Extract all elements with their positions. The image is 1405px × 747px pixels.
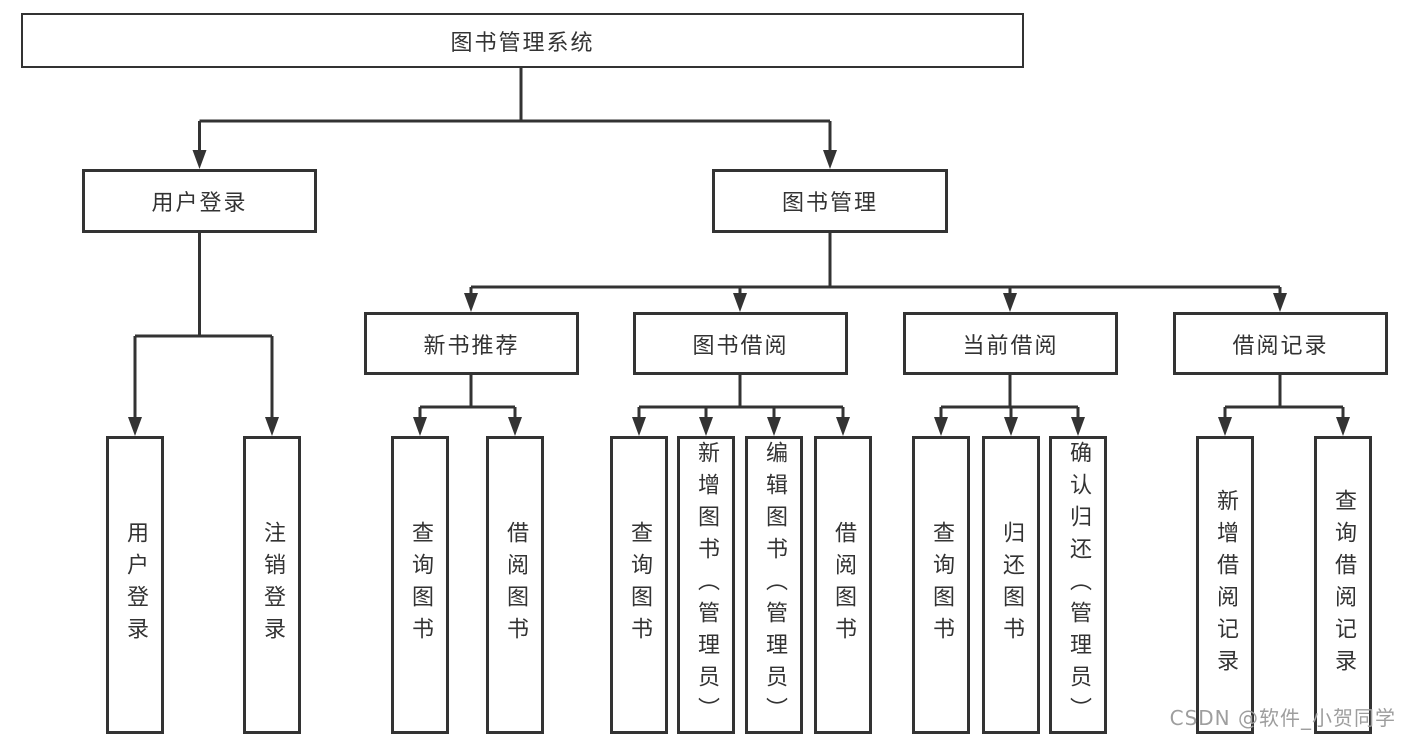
leaf-label: 借阅图书 — [831, 521, 856, 649]
leaf-label: 查询图书 — [929, 521, 954, 649]
node-label: 借阅记录 — [1232, 333, 1329, 359]
leaf-label: 查询图书 — [408, 521, 433, 649]
leaf-query-books-recommend: 查询图书 — [391, 436, 449, 734]
leaf-return-book: 归还图书 — [982, 436, 1040, 734]
leaf-label: 新增图书（管理员） — [694, 441, 719, 729]
node-label: 用户登录 — [151, 191, 248, 216]
leaf-label: 用户登录 — [123, 521, 148, 649]
leaf-borrow-books-borrowing: 借阅图书 — [814, 436, 872, 734]
leaf-add-borrow-record: 新增借阅记录 — [1196, 436, 1254, 734]
node-library-management-system: 图书管理系统 — [21, 13, 1024, 68]
leaf-label: 归还图书 — [999, 521, 1024, 649]
leaf-query-books-borrowing: 查询图书 — [610, 436, 668, 734]
node-user-login: 用户登录 — [82, 169, 317, 233]
node-new-book-recommend: 新书推荐 — [364, 312, 579, 375]
leaf-edit-book-admin: 编辑图书（管理员） — [745, 436, 803, 734]
leaf-user-login: 用户登录 — [106, 436, 164, 734]
node-borrowing-records: 借阅记录 — [1173, 312, 1388, 375]
leaf-label: 注销登录 — [260, 521, 285, 649]
leaf-query-borrow-record: 查询借阅记录 — [1314, 436, 1372, 734]
node-label: 图书管理系统 — [450, 30, 595, 56]
node-book-borrowing: 图书借阅 — [633, 312, 848, 375]
leaf-label: 查询图书 — [627, 521, 652, 649]
node-label: 图书管理 — [781, 191, 878, 216]
leaf-logout: 注销登录 — [243, 436, 301, 734]
leaf-label: 确认归还（管理员） — [1066, 441, 1091, 729]
node-label: 图书借阅 — [692, 333, 789, 359]
csdn-watermark: CSDN @软件_小贺同学 — [1169, 706, 1396, 730]
node-label: 当前借阅 — [962, 333, 1059, 359]
node-book-management: 图书管理 — [712, 169, 948, 233]
leaf-label: 编辑图书（管理员） — [762, 441, 787, 729]
leaf-label: 新增借阅记录 — [1213, 489, 1238, 681]
node-current-borrowing: 当前借阅 — [903, 312, 1118, 375]
leaf-query-books-current: 查询图书 — [912, 436, 970, 734]
leaf-confirm-return-admin: 确认归还（管理员） — [1049, 436, 1107, 734]
node-label: 新书推荐 — [423, 333, 520, 359]
leaf-label: 查询借阅记录 — [1331, 489, 1356, 681]
leaf-add-book-admin: 新增图书（管理员） — [677, 436, 735, 734]
leaf-borrow-books-recommend: 借阅图书 — [486, 436, 544, 734]
leaf-label: 借阅图书 — [503, 521, 528, 649]
